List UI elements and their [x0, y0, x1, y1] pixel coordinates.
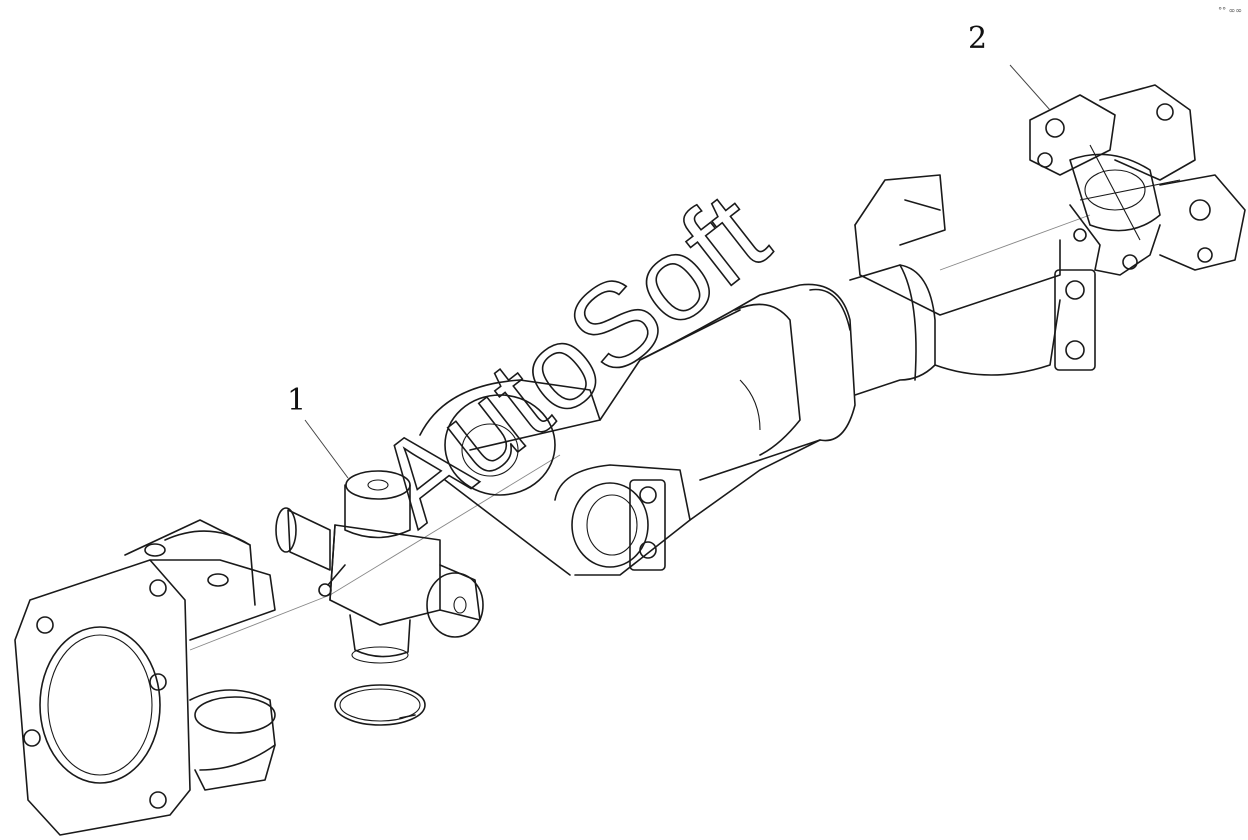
- snap-ring: [334, 684, 426, 726]
- corner-mark: °° ∞∞: [1218, 6, 1242, 15]
- assembly-axis-lines: [189, 214, 1091, 651]
- callout-label-2: 2: [968, 21, 988, 56]
- universal-joint-cross: [275, 470, 484, 664]
- watermark: AutoSoft: [353, 168, 791, 551]
- shaft-tube: [419, 264, 936, 576]
- center-bearing-bracket: [854, 174, 1096, 376]
- callout-label-1: 1: [287, 383, 307, 418]
- flange-coupling: [1029, 84, 1246, 276]
- callout-leaders: [304, 64, 1051, 479]
- flange-yoke: [14, 519, 276, 836]
